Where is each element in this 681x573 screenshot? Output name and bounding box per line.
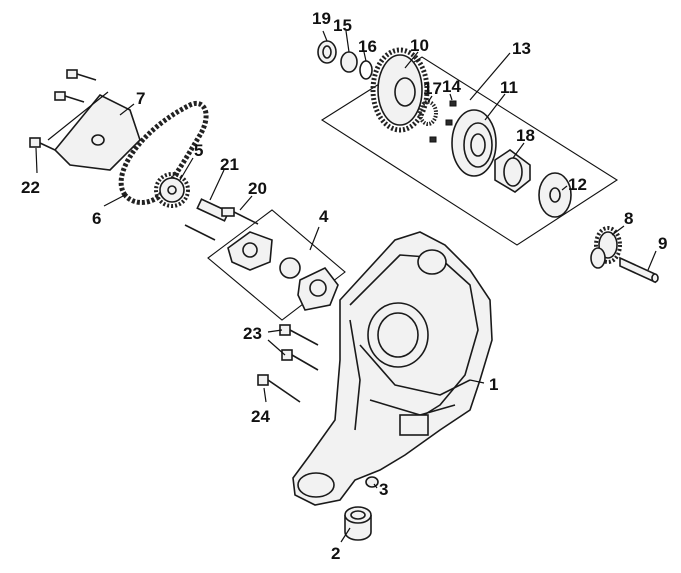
callout-4: 4 [319,207,329,226]
callout-17: 17 [423,79,442,98]
callout-19: 19 [312,9,331,28]
oil-pump-part [227,231,339,311]
callout-18: 18 [516,126,535,145]
callout-7: 7 [136,89,145,108]
shaft-pin-part [619,256,659,284]
callout-12: 12 [568,175,587,194]
callout-11: 11 [500,78,518,97]
bolt-part-24 [257,374,301,403]
ring-part [359,60,373,80]
bushing-part [344,506,372,541]
bolt-group-7 [54,69,97,103]
callout-6: 6 [92,209,101,228]
callout-16: 16 [358,37,377,56]
starter-gear-part [370,47,430,133]
callout-15: 15 [333,16,352,35]
callout-23: 23 [243,324,262,343]
callout-21: 21 [220,155,239,174]
crankcase-cover-part [292,231,493,506]
callout-5: 5 [194,141,203,160]
leader-lines [35,30,657,543]
bolt-part-23 [279,324,319,371]
screw-part-14 [429,100,457,143]
assembly-frame-4 [207,209,346,321]
idle-gear-part [590,226,622,269]
seal-part [317,40,337,64]
callout-13: 13 [512,39,531,58]
bearing-part-18 [494,149,531,193]
callout-1: 1 [489,375,498,394]
clutch-housing-part [451,109,497,177]
needle-bearing-part [418,100,438,126]
callout-9: 9 [658,234,667,253]
bolt-part-22 [29,137,56,151]
washer-part [340,51,358,73]
callout-10: 10 [410,36,429,55]
sprocket-part [154,172,190,208]
dowel-part [365,476,379,488]
callout-22: 22 [21,178,40,197]
thrust-washer-part [538,172,572,218]
callout-24: 24 [251,407,270,426]
callout-8: 8 [624,209,633,228]
drive-chain-part [118,100,209,205]
callout-3: 3 [379,480,388,499]
callout-14: 14 [442,77,461,96]
pump-shaft-part [184,198,259,241]
callout-20: 20 [248,179,267,198]
callout-2: 2 [331,544,340,563]
